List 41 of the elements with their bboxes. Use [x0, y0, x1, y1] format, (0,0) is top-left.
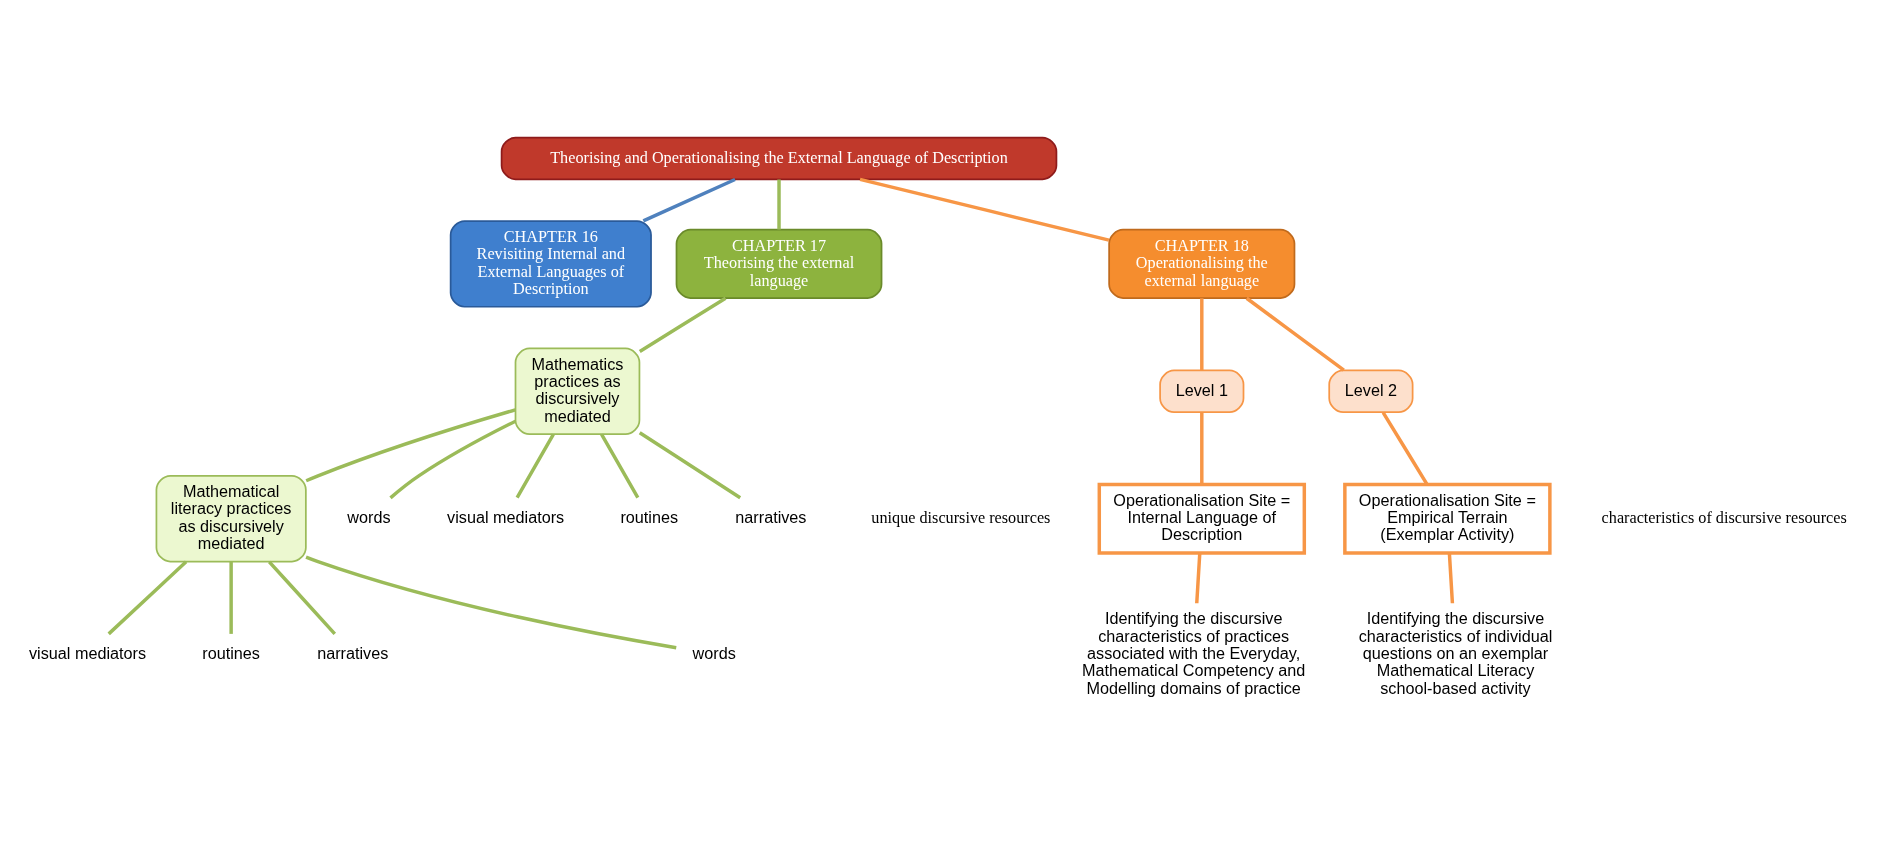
connector: [1200, 297, 1204, 370]
node-box: CHAPTER 16 Revisiting Internal and External Languages of Description: [449, 219, 652, 308]
node-box: Theorising and Operationalising the External Language of Description: [500, 136, 1058, 180]
node-text: words: [692, 643, 736, 662]
node-box: Level 1: [1159, 369, 1245, 413]
connector: [107, 560, 188, 635]
connector: [642, 177, 736, 223]
node-text: Identifying the discursive characteristics of individual questions on an exemplar Mathematical Literacy school-based activity: [1358, 608, 1553, 697]
connector: [1381, 411, 1429, 485]
connector: [268, 560, 337, 635]
node-box: Mathematics practices as discursively mediated: [514, 347, 641, 435]
node-text: visual mediators: [28, 643, 147, 662]
connector: [515, 433, 555, 498]
label: unique discursive resources: [871, 508, 1051, 527]
connector: [305, 554, 677, 649]
connector: [389, 419, 517, 499]
connector: [638, 430, 742, 499]
connector: [305, 407, 516, 482]
node-box: Operationalisation Site = Internal Language of Description: [1097, 482, 1307, 555]
connector: [600, 433, 640, 498]
connector: [1447, 552, 1455, 603]
node-text: Identifying the discursive characteristics of practices associated with the Everyday, Mathematical Competency and Modelling domains of practice: [1082, 608, 1306, 697]
node-text: visual mediators: [447, 507, 565, 526]
node-text: narratives: [735, 507, 807, 526]
connector: [1195, 552, 1202, 603]
connector: [229, 561, 233, 634]
node-text: narratives: [317, 643, 389, 662]
node-box: CHAPTER 18 Operationalising the external language: [1108, 228, 1296, 299]
node-box: Operationalisation Site = Empirical Terrain (Exemplar Activity): [1343, 482, 1552, 555]
node-text: routines: [620, 507, 679, 526]
node-text: routines: [202, 643, 260, 662]
label: characteristics of discursive resources: [1601, 508, 1847, 527]
node-box: CHAPTER 17 Theorising the external language: [675, 228, 883, 299]
node-box: Level 2: [1328, 369, 1414, 413]
node-box: Mathematical literacy practices as discursively mediated: [155, 474, 307, 562]
connector: [638, 296, 727, 353]
connector: [859, 177, 1110, 242]
connector: [1245, 296, 1345, 371]
connector: [777, 179, 781, 229]
node-text: words: [347, 507, 391, 526]
connector: [1200, 412, 1204, 484]
